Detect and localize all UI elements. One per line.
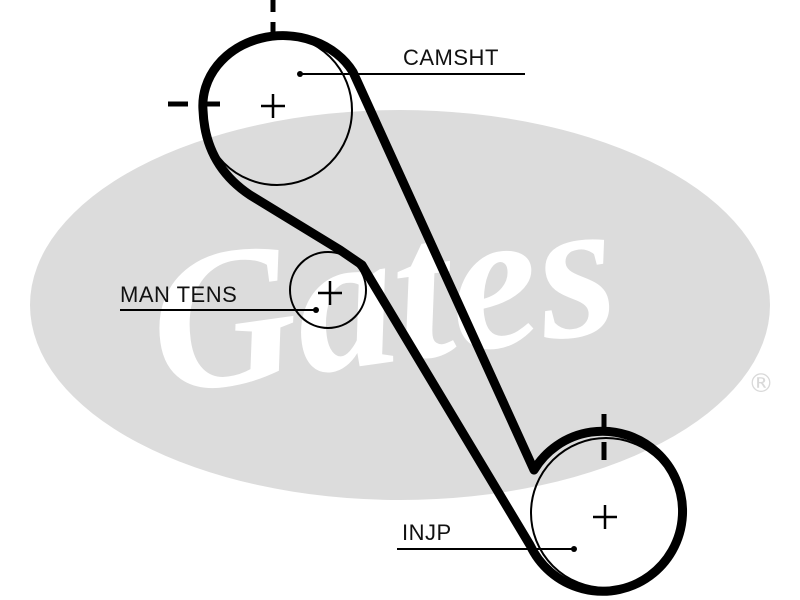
plus-icon: [593, 505, 617, 529]
camshaft-leader: [297, 71, 525, 77]
injection-pump-label: INJP: [402, 520, 452, 545]
camshaft-label: CAMSHT: [403, 45, 499, 70]
tensioner-pulley: [289, 251, 367, 329]
watermark-ellipse: [30, 110, 770, 500]
tensioner-leader: [120, 307, 319, 313]
injection-pump-leader: [397, 546, 577, 552]
plus-icon: [261, 94, 285, 118]
manual-tensioner-label: MAN TENS: [120, 282, 237, 307]
registered-mark-icon: ®: [748, 369, 774, 399]
plus-icon: [318, 281, 342, 305]
